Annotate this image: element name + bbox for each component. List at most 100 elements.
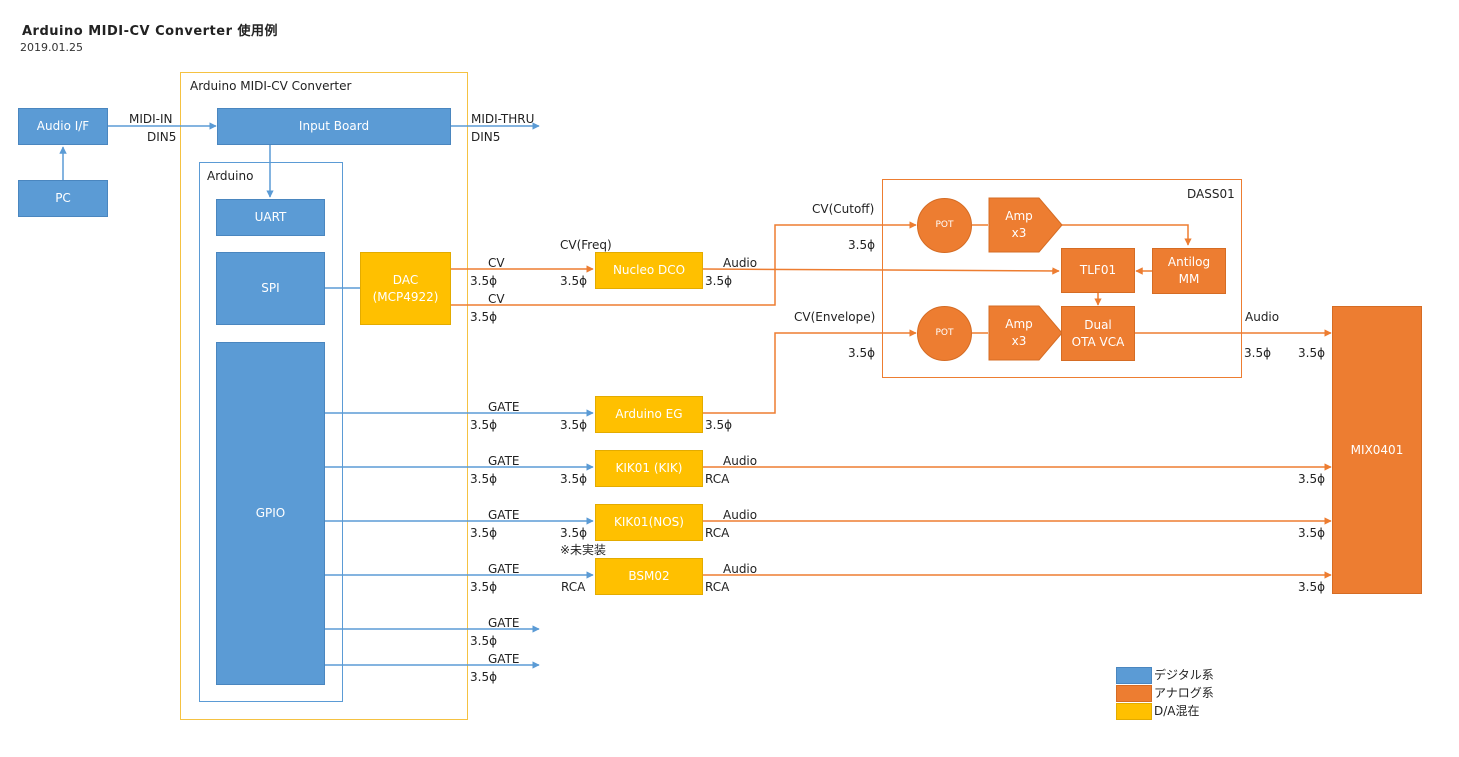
pot-bottom-knob: POT [917,306,972,361]
pot-top-label: POT [935,220,954,230]
phi-kik-in: 3.5ϕ [560,472,587,486]
pc-label: PC [55,191,71,205]
bsm02-label: BSM02 [628,569,670,583]
wire-amp-antilog [1062,224,1192,246]
phi-mix-in4: 3.5ϕ [1298,580,1325,594]
dco-audio-label: Audio [723,256,758,270]
phi-gate-spare1: 3.5ϕ [470,634,497,648]
diagram-date: 2019.01.25 [20,41,83,54]
legend-label-analog: アナログ系 [1154,686,1214,700]
din5-in-label: DIN5 [147,130,177,144]
arduino-frame-label: Arduino [207,169,254,183]
midi-thru-label: MIDI-THRU [471,112,535,126]
not-implemented-note: ※未実装 [560,543,607,557]
phi-dac-out1: 3.5ϕ [470,274,497,288]
gpio-label: GPIO [255,506,286,520]
arduino-eg-label: Arduino EG [615,407,683,421]
spi-block: SPI [216,252,325,325]
phi-dac-out2: 3.5ϕ [470,310,497,324]
amp-bottom-label-line1: Amp [1005,317,1033,331]
ota-audio-label: Audio [1245,310,1280,324]
wire-dac-cv-cutoff [451,221,917,306]
dass01-frame [882,179,1242,378]
bsm-rca-out-label: RCA [705,580,730,594]
pc-block: PC [18,180,108,217]
phi-mix-in2: 3.5ϕ [1298,472,1325,486]
cv-freq-label: CV(Freq) [560,238,612,252]
bsm02-block: BSM02 [595,558,703,595]
audio-if-block: Audio I/F [18,108,108,145]
legend-label-mixed: D/A混在 [1154,704,1200,718]
gate-spare1-label: GATE [488,616,520,630]
phi-ota-out: 3.5ϕ [1244,346,1271,360]
audio-if-label: Audio I/F [36,119,90,133]
phi-eg-out: 3.5ϕ [705,418,732,432]
phi-nos-in: 3.5ϕ [560,526,587,540]
legend-swatch-digital [1116,667,1152,684]
pot-top-knob: POT [917,198,972,253]
kik01-nos-block: KIK01(NOS) [595,504,703,541]
tlf01-label: TLF01 [1079,263,1117,277]
phi-pot-top: 3.5ϕ [848,238,875,252]
legend-label-digital: デジタル系 [1154,668,1214,682]
wire-eg-cv-envelope [703,329,917,414]
input-board-block: Input Board [217,108,451,145]
amp-top-label-line1: Amp [1005,209,1033,223]
dac-label-line2: (MCP4922) [372,289,439,304]
diagram-title: Arduino MIDI-CV Converter 使用例 [22,24,279,39]
converter-frame-label: Arduino MIDI-CV Converter [190,79,352,93]
phi-gate-eg-out: 3.5ϕ [470,418,497,432]
phi-mix-in3: 3.5ϕ [1298,526,1325,540]
nos-audio-label: Audio [723,508,758,522]
bsm-audio-label: Audio [723,562,758,576]
converter-frame [180,72,468,720]
antilog-label-line1: Antilog [1167,255,1211,269]
ota-label-line1: Dual [1084,317,1112,332]
kik-audio-label: Audio [723,454,758,468]
nucleo-dco-block: Nucleo DCO [595,252,703,289]
spi-label: SPI [261,281,280,295]
bsm-rca-in-label: RCA [561,580,586,594]
amp-top-label-line2: x3 [1011,226,1027,240]
cv-envelope-label: CV(Envelope) [794,310,876,324]
nos-rca-label: RCA [705,526,730,540]
input-board-label: Input Board [298,119,370,133]
pot-bottom-label: POT [935,328,954,338]
phi-gate-bsm-out: 3.5ϕ [470,580,497,594]
phi-pot-bottom: 3.5ϕ [848,346,875,360]
legend-swatch-analog [1116,685,1152,702]
gate-eg-label: GATE [488,400,520,414]
kik01-nos-label: KIK01(NOS) [614,515,684,529]
amp-bottom-text: Amp x3 [995,316,1043,350]
mix0401-label: MIX0401 [1350,442,1404,457]
kik01-kik-label: KIK01 (KIK) [615,461,683,475]
amp-top-text: Amp x3 [995,208,1043,242]
midi-in-label: MIDI-IN [129,112,173,126]
uart-block: UART [216,199,325,236]
phi-gate-kik-out: 3.5ϕ [470,472,497,486]
gate-nos-label: GATE [488,508,520,522]
dac-label-line1: DAC [392,272,419,287]
kik01-kik-block: KIK01 (KIK) [595,450,703,487]
antilog-label-line2: MM [1178,272,1200,286]
gate-bsm-label: GATE [488,562,520,576]
phi-gate-nos-out: 3.5ϕ [470,526,497,540]
uart-label: UART [254,210,287,224]
dass01-frame-label: DASS01 [1187,187,1235,201]
cv-cutoff-top-label: CV [488,292,505,306]
antilog-mm-block: Antilog MM [1152,248,1226,294]
amp-bottom-shape [988,305,1063,361]
arduino-frame [199,162,343,702]
cv-cutoff-label: CV(Cutoff) [812,202,875,216]
arduino-eg-block: Arduino EG [595,396,703,433]
tlf01-block: TLF01 [1061,248,1135,293]
gpio-block: GPIO [216,342,325,685]
mix0401-block: MIX0401 [1332,306,1422,594]
phi-dco-out: 3.5ϕ [705,274,732,288]
dac-block: DAC (MCP4922) [360,252,451,325]
phi-dco-in: 3.5ϕ [560,274,587,288]
nucleo-dco-label: Nucleo DCO [612,263,686,277]
gate-spare2-label: GATE [488,652,520,666]
wire-dco-audio-tlf [702,267,1060,275]
